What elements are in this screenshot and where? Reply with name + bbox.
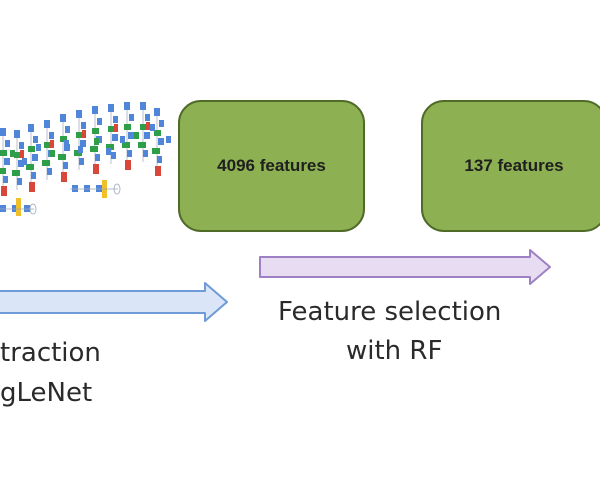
box-4096-features [178, 100, 365, 232]
box-label-137: 137 features [464, 156, 564, 175]
box-label-4096: 4096 features [217, 156, 326, 175]
selection-arrow [259, 249, 551, 285]
extraction-caption-line2: gLeNet [0, 378, 93, 408]
extraction-arrow [0, 282, 228, 322]
extraction-caption-line1: traction [0, 338, 101, 368]
googlenet-architecture-icon [0, 102, 171, 216]
selection-caption-line2: with RF [346, 336, 443, 366]
selection-caption-line1: Feature selection [278, 297, 502, 327]
box-137-features [421, 100, 600, 232]
